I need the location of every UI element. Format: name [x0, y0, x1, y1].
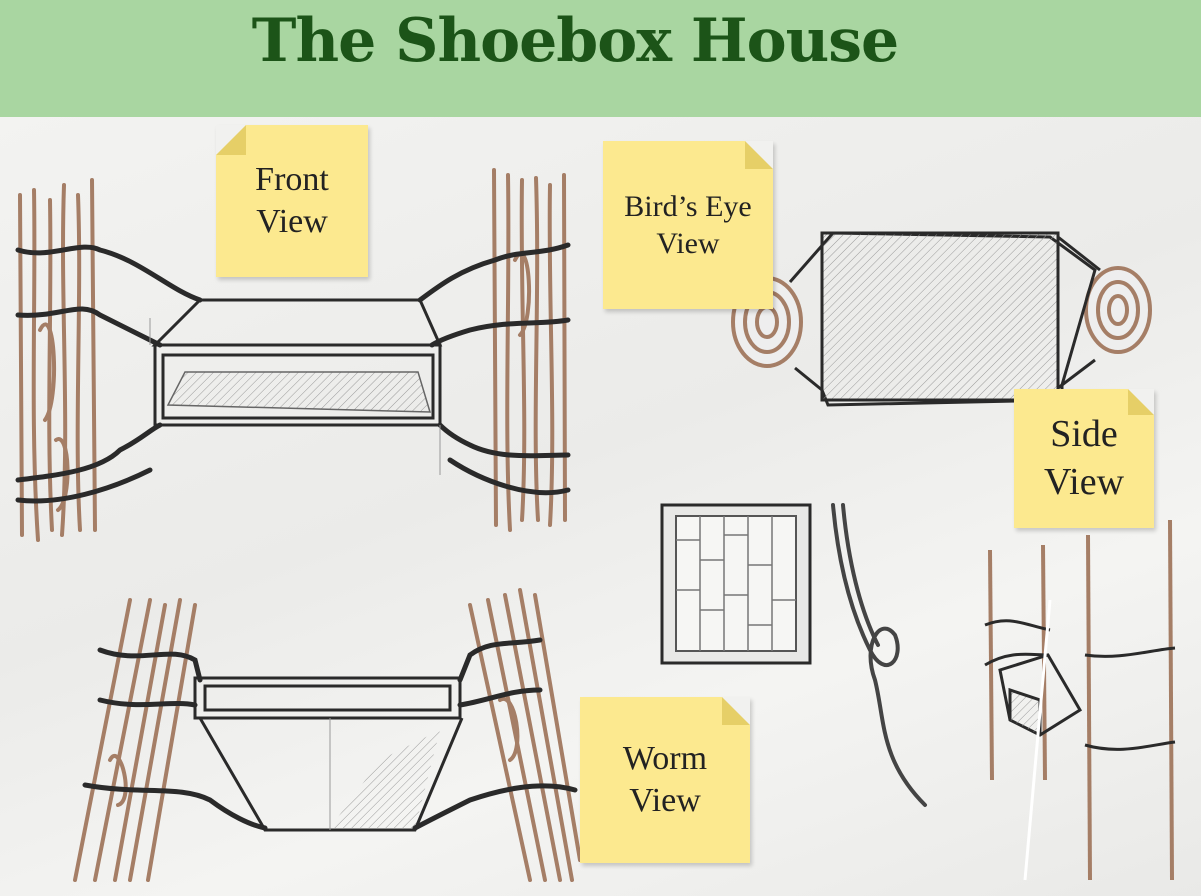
right-tree-trunk [492, 168, 567, 532]
right-log-end [1084, 266, 1152, 354]
side-view-label: Side View [1014, 389, 1154, 528]
birds-eye-view-drawing [731, 231, 1152, 407]
front-view-drawing [15, 168, 571, 542]
left-tree-trunk [18, 178, 97, 542]
worm-view-drawing [73, 588, 582, 882]
front-view-label-line1: Front [255, 160, 329, 198]
page-title: The Shoebox House [251, 6, 899, 76]
worm-right-tree-trunk [468, 588, 582, 882]
title-banner [0, 0, 1201, 117]
side-view-label-line2: View [1043, 460, 1125, 503]
worm-view-label-line1: Worm [622, 739, 708, 777]
front-view-label-line2: View [256, 203, 328, 240]
worm-view-label-line2: View [629, 782, 701, 819]
birds-eye-view-label-line2: View [656, 227, 720, 260]
rope-detail-drawing [831, 503, 927, 807]
window-detail-drawing [660, 503, 812, 665]
worm-left-tree-trunk [73, 598, 197, 882]
front-view-box [149, 298, 443, 475]
birds-eye-view-label-line1: Bird’s Eye [624, 189, 752, 223]
side-view-drawing [984, 519, 1176, 881]
worm-view-box [193, 676, 464, 832]
worm-view-label: Worm View [580, 697, 750, 863]
front-view-ropes [15, 242, 571, 504]
birds-eye-view-label: Bird’s Eye View [603, 141, 773, 309]
front-view-label: Front View [216, 125, 368, 277]
side-view-label-line1: Side [1050, 413, 1118, 455]
birds-eye-box [788, 231, 1101, 407]
worm-view-ropes [82, 637, 578, 831]
